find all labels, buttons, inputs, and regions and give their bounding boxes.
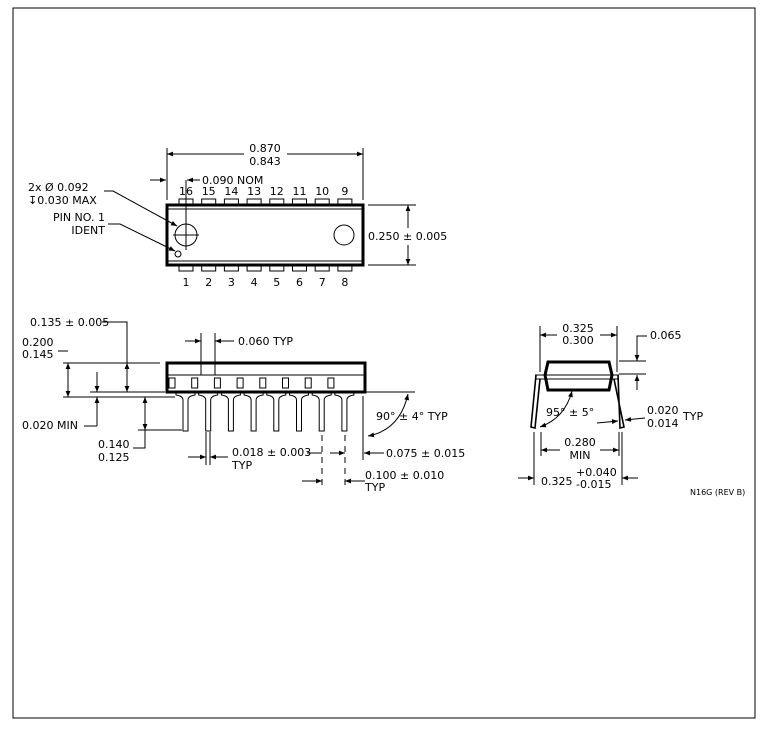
lead xyxy=(198,392,219,432)
pin-pad xyxy=(201,198,217,206)
pin-pad xyxy=(337,198,353,206)
pin-pad xyxy=(314,198,330,206)
standoff: 0.020 MIN xyxy=(22,419,78,432)
end-lead-left xyxy=(530,374,541,430)
bottom-pins: 1 2 3 4 5 6 7 8 xyxy=(178,264,353,289)
pin-pad xyxy=(178,264,194,272)
lead-thickness-typ: TYP xyxy=(682,410,703,423)
body-height-min: 0.145 xyxy=(22,348,54,361)
lead-window xyxy=(236,377,244,389)
body-width-min: 0.300 xyxy=(562,334,594,347)
lead xyxy=(311,392,332,432)
lead-length-max: 0.140 xyxy=(98,438,130,451)
pin-number: 1 xyxy=(183,276,190,289)
lead-window xyxy=(213,377,221,389)
row-spacing-min-label: MIN xyxy=(570,449,591,462)
pin-number: 14 xyxy=(224,185,238,198)
package-body-side xyxy=(165,361,367,394)
lead-window xyxy=(327,377,335,389)
seating-height: 0.135 ± 0.005 xyxy=(30,316,109,329)
pin-pad xyxy=(201,264,217,272)
end-angle: 95° ± 5° xyxy=(546,406,594,419)
shoulder-width: 0.060 TYP xyxy=(238,335,293,348)
lead-angle: 90° ± 4° TYP xyxy=(376,410,448,423)
pin-pad xyxy=(314,264,330,272)
lead-offset: 0.065 xyxy=(650,329,682,342)
lead-width-typ: TYP xyxy=(231,459,252,472)
body-width-max: 0.325 xyxy=(562,322,594,335)
width-dim: 0.250 ± 0.005 xyxy=(368,230,447,243)
length-min: 0.843 xyxy=(249,155,281,168)
lead-window xyxy=(304,377,312,389)
row-spacing-min: 0.280 xyxy=(564,436,596,449)
pin1-offset: 0.090 NOM xyxy=(202,174,263,187)
lead-length-min: 0.125 xyxy=(98,451,130,464)
pin-number: 13 xyxy=(247,185,261,198)
pin1-ident-2: IDENT xyxy=(71,224,105,237)
pin-pad xyxy=(246,264,262,272)
ejector-hole-right xyxy=(333,224,355,246)
lead xyxy=(289,392,309,432)
pin-number: 5 xyxy=(273,276,280,289)
pin-number: 10 xyxy=(315,185,329,198)
pin-number: 7 xyxy=(319,276,326,289)
pin-number: 8 xyxy=(341,276,348,289)
end-lead-right xyxy=(613,374,625,430)
end-view: 0.325 0.300 0.065 95° ± 5° 0.020 0.014 T… xyxy=(518,322,745,497)
drawing-frame xyxy=(12,7,756,719)
pin-number: 4 xyxy=(251,276,258,289)
pin-pad xyxy=(292,198,307,206)
pin-pad xyxy=(269,198,285,206)
lead-thickness-min: 0.014 xyxy=(647,417,679,430)
side-view: 0.135 ± 0.005 0.200 0.145 0.020 MIN 0.14… xyxy=(22,316,465,494)
body-height-max: 0.200 xyxy=(22,336,54,349)
pin1-ident-1: PIN NO. 1 xyxy=(53,211,105,224)
lead xyxy=(243,392,264,432)
lead-width: 0.018 ± 0.003 xyxy=(232,446,311,459)
row-spacing-minus: -0.015 xyxy=(576,478,611,491)
pin-pad xyxy=(269,264,285,272)
pin-pad xyxy=(246,198,262,206)
pitch: 0.100 ± 0.010 xyxy=(365,469,444,482)
pin-pad xyxy=(337,264,353,272)
hole-spec-2: ↧0.030 MAX xyxy=(28,194,97,207)
drawing-id: N16G (REV B) xyxy=(690,488,745,497)
lead-window xyxy=(191,377,199,389)
lead xyxy=(220,392,241,432)
pin-pad xyxy=(223,264,239,272)
pin-number: 6 xyxy=(296,276,303,289)
lead-window xyxy=(282,377,289,389)
pin-number: 9 xyxy=(341,185,348,198)
pin-pad xyxy=(223,198,239,206)
pin-number: 11 xyxy=(293,185,307,198)
lead-window xyxy=(259,377,267,389)
pin-number: 12 xyxy=(270,185,284,198)
lead xyxy=(175,392,196,432)
pin-number: 2 xyxy=(205,276,212,289)
package-body-end xyxy=(543,360,614,392)
pitch-typ: TYP xyxy=(364,481,385,494)
pin-number: 3 xyxy=(228,276,235,289)
lead-thickness-max: 0.020 xyxy=(647,404,679,417)
package-body-top xyxy=(165,203,365,267)
lead-window xyxy=(168,377,176,389)
end-offset: 0.075 ± 0.015 xyxy=(386,447,465,460)
pin-pad xyxy=(292,264,307,272)
pin-number: 15 xyxy=(202,185,216,198)
side-leads xyxy=(168,377,355,432)
length-max: 0.870 xyxy=(249,142,281,155)
row-spacing-plus: +0.040 xyxy=(576,466,617,479)
lead xyxy=(266,392,287,432)
hole-spec-1: 2x Ø 0.092 xyxy=(28,181,89,194)
pin1-ident-mark xyxy=(174,250,182,258)
row-spacing-nom: 0.325 xyxy=(541,475,573,488)
lead xyxy=(334,392,355,432)
